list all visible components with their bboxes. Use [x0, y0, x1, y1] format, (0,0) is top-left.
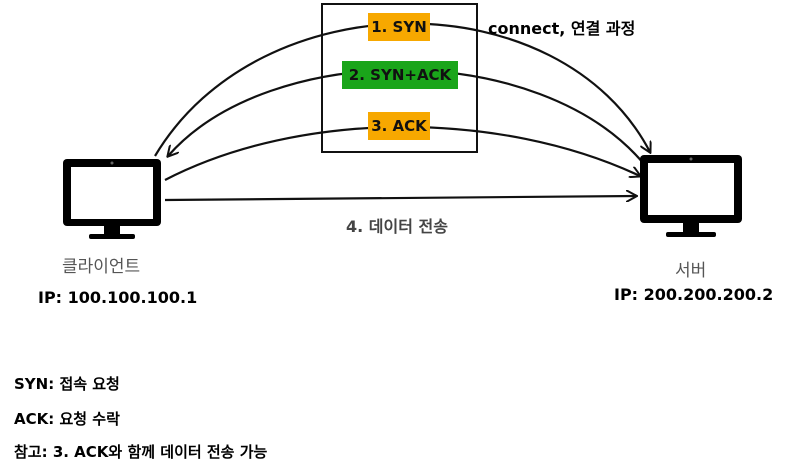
data-transfer-arrow: [164, 196, 636, 200]
server-name: 서버: [675, 261, 707, 281]
step-syn-ack-label: 2. SYN+ACK: [342, 61, 458, 89]
client-monitor-icon: [63, 159, 161, 239]
step-syn-label: 1. SYN: [368, 13, 430, 41]
connect-label: connect, 연결 과정: [488, 19, 636, 38]
note-syn: SYN: 접속 요청: [14, 375, 120, 393]
client-name: 클라이언트: [62, 257, 141, 277]
transfer-label: 4. 데이터 전송: [346, 217, 448, 236]
client-ip: IP: 100.100.100.1: [38, 288, 198, 307]
note-reference: 참고: 3. ACK와 함께 데이터 전송 가능: [14, 443, 268, 461]
step-ack-label: 3. ACK: [368, 112, 430, 140]
server-monitor-icon: [640, 155, 742, 237]
note-ack: ACK: 요청 수락: [14, 410, 120, 428]
server-ip: IP: 200.200.200.2: [614, 285, 774, 304]
